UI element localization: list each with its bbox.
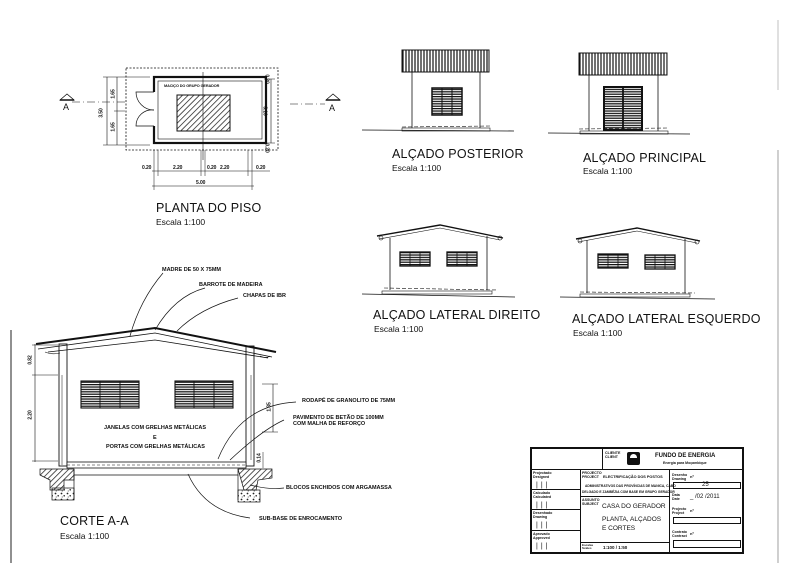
elevation-rear-scale: Escala 1:100 (392, 163, 442, 173)
note-pavimento-2: COM MALHA DE REFORÇO (293, 421, 366, 427)
dim-roof: 0.82 (27, 355, 34, 365)
dim-wall: 2.20 (27, 410, 34, 420)
note-rodape: RODAPÉ DE GRANOLITO DE 75MM (302, 398, 396, 404)
dim-left-total: 3.50 (98, 108, 105, 118)
dim-bottom-total: 5.00 (196, 180, 206, 186)
dim-left-bottom: 1.65 (110, 122, 117, 132)
plan-scale: Escala 1:100 (156, 217, 206, 227)
elevation-front-drawing (547, 52, 691, 135)
elevation-left-title: ALÇADO LATERAL ESQUERDO (572, 312, 761, 326)
dim-bottom-4: 0.20 (256, 165, 266, 171)
tb-date: _ /02 /2011 (690, 494, 720, 500)
tb-designed: Projectado Designed ||| (531, 469, 581, 490)
dim-bottom-1: 2.20 (173, 165, 183, 171)
elevation-right-scale: Escala 1:100 (374, 324, 424, 334)
tb-scales: Escalas Scales 1:100 / 1:50 (580, 542, 670, 553)
tb-client-cell: CLIENTE CLIENT FUNDO DE ENERGIA Energia … (602, 448, 743, 470)
elevation-left-scale: Escala 1:100 (573, 328, 623, 338)
tb-client-sub: Energia para Moçambique (663, 461, 707, 465)
note-madre: MADRE DE 50 X 75MM (162, 267, 221, 273)
logo-icon (627, 452, 640, 465)
section-drawing (32, 272, 297, 519)
elevation-rear-title: ALÇADO POSTERIOR (392, 147, 524, 161)
tb-contract-number-box (673, 540, 741, 548)
note-portas: PORTAS COM GRELHAS METÁLICAS (106, 444, 205, 450)
title-block: CLIENTE CLIENT FUNDO DE ENERGIA Energia … (530, 447, 744, 554)
tb-drawn: Desenhado Drawing ||| (531, 509, 581, 531)
dim-right-mid: 3.10 (261, 106, 268, 116)
tb-project: PROJECTO PROJECT ELECTRIFICAÇÃO DOS POST… (580, 469, 676, 497)
tb-empty-cell (531, 448, 603, 470)
dim-floor: 0.14 (256, 453, 263, 463)
dim-left-top: 1.65 (110, 89, 117, 99)
plan-title: PLANTA DO PISO (156, 201, 262, 215)
tb-calculated: Calculado Calculated ||| (531, 489, 581, 510)
elevation-rear-drawing (361, 49, 515, 132)
tb-drawing-number-box: 25 (673, 482, 741, 489)
note-barrote: BARROTE DE MADEIRA (199, 282, 263, 288)
dim-right-bottom: 0.20 (263, 143, 270, 153)
note-chapas: CHAPAS DE IBR (243, 293, 286, 299)
dim-bottom-3: 2.20 (220, 165, 230, 171)
tb-client-label: CLIENTE CLIENT (605, 451, 621, 459)
floor-plan (58, 67, 342, 190)
section-scale: Escala 1:100 (60, 531, 110, 541)
note-e: E (153, 435, 157, 441)
room-label: MACIÇO DO GRUPO GERADOR (164, 84, 220, 88)
dim-bottom-0: 0.20 (142, 165, 152, 171)
tb-approved: Aprovado Approved ||| (531, 530, 581, 553)
elevation-left-drawing (559, 227, 716, 300)
elevation-front-title: ALÇADO PRINCIPAL (583, 151, 707, 165)
note-janelas: JANELAS COM GRELHAS METÁLICAS (104, 425, 207, 431)
elevation-right-drawing (361, 224, 516, 298)
dim-right-top: 0.20 (263, 74, 270, 84)
note-sub-base: SUB-BASE DE ENROCAMENTO (259, 516, 343, 522)
note-pavimento-1: PAVIMENTO DE BETÃO DE 100MM (293, 415, 384, 421)
tb-project-number-box (673, 517, 741, 524)
section-marker-left: A (63, 102, 70, 112)
tb-subject: ASSUNTO SUBJECT CASA DO GERADOR PLANTA, … (580, 496, 670, 543)
dim-bottom-2: 0.20 (207, 165, 217, 171)
note-blocos: BLOCOS ENCHIDOS COM ARGAMASSA (286, 485, 392, 491)
dim-window: 1.35 (266, 402, 273, 412)
elevation-front-scale: Escala 1:100 (583, 166, 633, 176)
tb-client-name: FUNDO DE ENERGIA (655, 453, 716, 459)
section-marker-right: A (329, 103, 336, 113)
tb-drawing-number: 25 (702, 482, 709, 488)
section-title: CORTE A-A (60, 514, 129, 528)
tb-right-column: Desenho Drawing nº 25 Data Date _ /02 /2… (669, 469, 743, 553)
elevation-right-title: ALÇADO LATERAL DIREITO (373, 308, 541, 322)
